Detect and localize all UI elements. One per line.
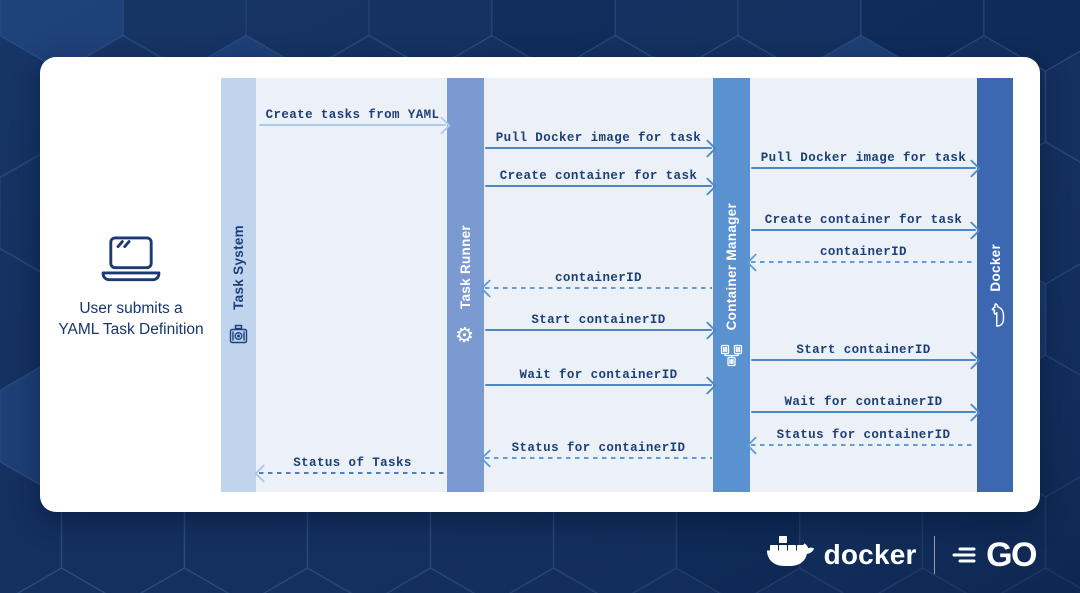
message-label: Pull Docker image for task	[495, 131, 702, 145]
arrow-line	[485, 383, 712, 387]
arrow-line	[485, 286, 712, 290]
arrow-line	[751, 443, 976, 447]
message-containerid-right: containerID	[746, 245, 977, 273]
message-status-of-tasks: Status of Tasks	[254, 456, 447, 484]
message-label: Status of Tasks	[293, 456, 412, 470]
arrow-line	[751, 358, 976, 362]
message-create-container-right: Create container for task	[750, 213, 981, 241]
message-label: Start containerID	[531, 313, 666, 327]
footer-logos: docker GO	[0, 531, 1037, 579]
message-start-containerid-mid: Start containerID	[484, 313, 717, 341]
message-pull-docker-image-right: Pull Docker image for task	[750, 151, 981, 179]
lane-container-manager: Container Manager	[713, 78, 750, 492]
arrow-line	[259, 471, 446, 475]
message-label: Status for containerID	[511, 441, 686, 455]
message-wait-for-containerid-mid: Wait for containerID	[484, 368, 717, 396]
laptop-icon	[101, 236, 161, 282]
message-label: Create container for task	[499, 169, 698, 183]
arrow-line	[751, 410, 976, 414]
message-label: Wait for containerID	[519, 368, 678, 382]
message-containerid-mid: containerID	[480, 271, 713, 299]
docker-logo: docker	[766, 533, 917, 577]
diagram-card: User submits a YAML Task Definition Task…	[40, 57, 1040, 512]
arrow-line	[485, 456, 712, 460]
message-status-for-containerid-right: Status for containerID	[746, 428, 977, 456]
docker-wordmark: docker	[823, 539, 917, 570]
message-label: containerID	[555, 271, 642, 285]
message-wait-for-containerid-right: Wait for containerID	[750, 395, 981, 423]
actor-caption: User submits a YAML Task Definition	[48, 298, 214, 340]
arrow-line	[751, 228, 976, 232]
message-label: Create tasks from YAML	[265, 108, 440, 122]
message-label: Wait for containerID	[784, 395, 943, 409]
arrow-line	[485, 328, 712, 332]
whale-icon	[985, 303, 1006, 328]
message-create-container-mid: Create container for task	[484, 169, 717, 197]
message-label: Pull Docker image for task	[760, 151, 967, 165]
message-label: Create container for task	[764, 213, 963, 227]
docker-whale-icon	[766, 536, 814, 566]
gear-icon: ⚙	[452, 322, 479, 346]
message-label: Start containerID	[796, 343, 931, 357]
arrow-line	[259, 123, 446, 127]
task-machine-icon	[228, 323, 250, 345]
go-speed-lines-icon	[952, 547, 976, 563]
lane-label-task-runner: Task Runner	[458, 225, 473, 310]
message-pull-docker-image-mid: Pull Docker image for task	[484, 131, 717, 159]
footer-divider	[933, 536, 936, 574]
arrow-line	[485, 146, 712, 150]
lane-label-docker: Docker	[987, 243, 1003, 292]
message-label: Status for containerID	[776, 428, 951, 442]
actor-caption-line1: User submits a	[79, 300, 183, 317]
arrow-line	[485, 184, 712, 188]
lane-task-runner: Task Runner ⚙	[447, 78, 484, 492]
arrow-line	[751, 166, 976, 170]
message-status-for-containerid-mid: Status for containerID	[480, 441, 713, 469]
arrow-line	[751, 260, 976, 264]
lane-docker: Docker	[977, 78, 1013, 492]
lane-label-task-system: Task System	[231, 224, 246, 310]
actor-caption-line2: YAML Task Definition	[58, 321, 204, 338]
message-create-tasks-from-yaml: Create tasks from YAML	[258, 108, 451, 136]
lane-label-container-manager: Container Manager	[724, 202, 739, 331]
lane-task-system: Task System	[221, 78, 256, 492]
go-logo: GO	[952, 536, 1037, 574]
message-start-containerid-right: Start containerID	[750, 343, 981, 371]
actor-user: User submits a YAML Task Definition	[48, 235, 214, 340]
go-wordmark: GO	[986, 536, 1037, 574]
containers-icon	[720, 344, 743, 367]
message-label: containerID	[820, 245, 907, 259]
